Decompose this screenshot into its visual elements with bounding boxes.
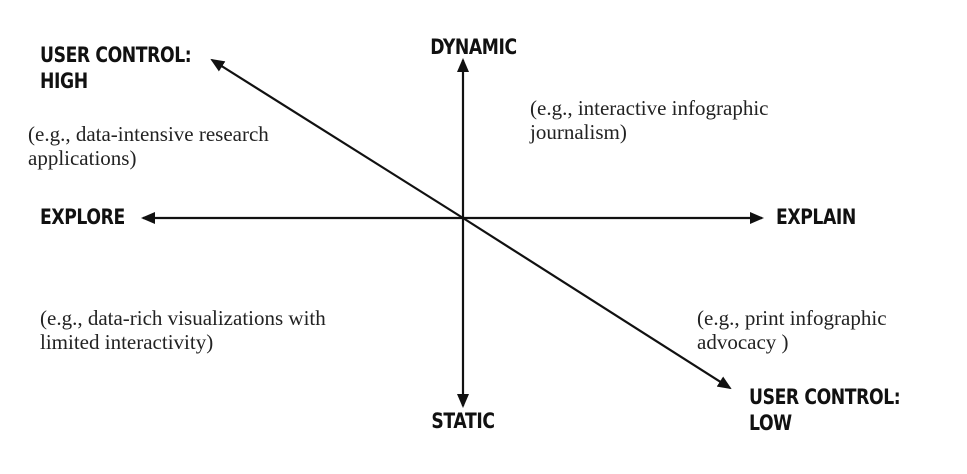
user-control-low-label-line2: LOW (749, 411, 792, 436)
user-control-low-label: USER CONTROL: LOW (749, 384, 901, 437)
user-control-low-label-line1: USER CONTROL: (749, 385, 901, 409)
explore-label: EXPLORE (40, 205, 125, 229)
example-top-right-line1: (e.g., interactive infographic (530, 96, 769, 120)
dynamic-label: DYNAMIC (430, 35, 517, 59)
example-bottom-right-line2: advocacy ) (697, 330, 789, 355)
example-bottom-left: (e.g., data-rich visualizations with lim… (40, 306, 326, 354)
user-control-high-arrow (210, 58, 464, 219)
user-control-high-label-line1: USER CONTROL: (40, 43, 192, 67)
example-top-left-line1: (e.g., data-intensive research (28, 122, 269, 146)
example-top-right-line2: journalism) (530, 120, 627, 145)
user-control-high-label-line2: HIGH (40, 69, 88, 94)
user-control-low-arrow (462, 217, 732, 390)
user-control-high-label: USER CONTROL: HIGH (40, 42, 192, 95)
example-bottom-right-line1: (e.g., print infographic (697, 306, 887, 330)
example-bottom-left-line2: limited interactivity) (40, 330, 214, 355)
example-top-left-line2: applications) (28, 146, 137, 171)
example-bottom-right: (e.g., print infographic advocacy ) (697, 306, 887, 354)
static-label: STATIC (431, 409, 495, 433)
explain-label: EXPLAIN (776, 205, 856, 229)
example-bottom-left-line1: (e.g., data-rich visualizations with (40, 306, 326, 330)
example-top-left: (e.g., data-intensive research applicati… (28, 122, 269, 170)
example-top-right: (e.g., interactive infographic journalis… (530, 96, 768, 144)
